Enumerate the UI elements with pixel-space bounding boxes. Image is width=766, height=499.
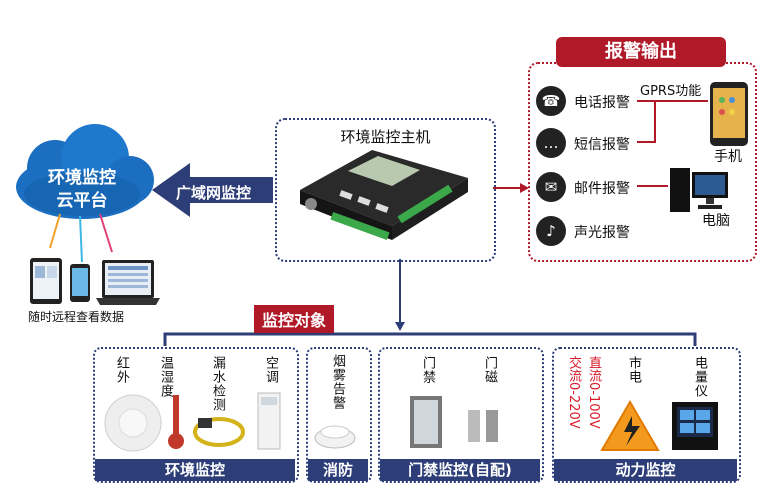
- pc-label: 电脑: [702, 213, 730, 229]
- item-door-magnet: 门磁: [482, 356, 497, 384]
- mail-icon: ✉: [536, 172, 566, 202]
- air-conditioner-icon: [257, 392, 281, 450]
- door-icon: [410, 396, 442, 448]
- item-water-leak: 漏水检测: [210, 356, 225, 412]
- item-air-conditioner: 空调: [263, 356, 278, 384]
- item-infrared: 红外: [114, 356, 129, 384]
- power-meter-icon: [672, 402, 718, 450]
- access-label: 门禁监控(自配): [380, 459, 540, 481]
- gprs-label: GPRS功能: [640, 84, 702, 99]
- infrared-sensor-icon: [104, 394, 162, 452]
- phone-icon-small: [70, 264, 90, 302]
- item-mains-power: 市电: [626, 356, 641, 384]
- sms-icon: …: [536, 128, 566, 158]
- smartphone-icon: [710, 82, 748, 146]
- env-monitor-group: [93, 347, 299, 483]
- alarm-item-phone: 电话报警: [574, 95, 630, 111]
- item-smoke-alarm: 烟雾告警: [330, 354, 345, 410]
- power-label: 动力监控: [554, 459, 737, 481]
- alarm-item-sound-light: 声光报警: [574, 225, 630, 241]
- cable-blue: [79, 215, 83, 263]
- tablet-icon: [30, 258, 62, 304]
- phone-label: 手机: [714, 149, 742, 165]
- water-leak-sensor-icon: [193, 417, 245, 447]
- cloud-icon: [16, 124, 154, 219]
- item-access-control: 门禁: [420, 356, 435, 384]
- smoke-detector-icon: [314, 425, 356, 449]
- item-ac-range: 交流0-220V: [566, 356, 581, 429]
- fire-label: 消防: [308, 459, 368, 481]
- controller-device-icon: [300, 150, 468, 241]
- power-group: [552, 347, 741, 483]
- monitor-target-tag: 监控对象: [254, 305, 335, 333]
- access-group: [378, 347, 544, 483]
- alarm-item-sms: 短信报警: [574, 137, 630, 153]
- distribution-line: [163, 332, 697, 346]
- fire-group: [306, 347, 372, 483]
- env-monitor-label: 环境监控: [95, 459, 295, 481]
- host-title: 环境监控主机: [340, 128, 431, 146]
- phone-icon: ☎: [536, 86, 566, 116]
- mains-power-icon: [600, 400, 660, 451]
- cable-pink: [99, 213, 113, 253]
- remote-view-label: 随时远程查看数据: [28, 310, 125, 324]
- wan-label: 广域网监控: [176, 184, 252, 202]
- alarm-item-mail: 邮件报警: [574, 181, 630, 197]
- host-box: 环境监控主机: [275, 118, 496, 262]
- cloud-title-line2: 云平台: [56, 191, 108, 211]
- thermometer-icon: [168, 395, 184, 449]
- cable-orange: [49, 213, 61, 249]
- cloud-title-line1: 环境监控: [48, 168, 116, 188]
- computer-icon: [670, 168, 728, 212]
- door-magnet-icon: [468, 410, 498, 442]
- item-power-meter: 电量仪: [692, 356, 707, 398]
- laptop-icon: [96, 260, 160, 305]
- item-temp-humidity: 温湿度: [158, 356, 173, 398]
- bell-icon: ♪: [536, 216, 566, 246]
- item-dc-range: 直流0-100V: [586, 356, 601, 429]
- wan-arrow: [152, 163, 273, 217]
- alarm-output-header: 报警输出: [556, 37, 726, 67]
